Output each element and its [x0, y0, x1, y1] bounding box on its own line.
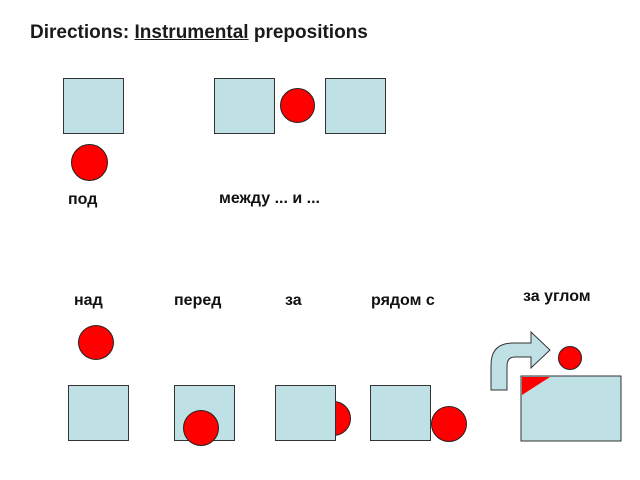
page-title: Directions: Instrumental prepositions [30, 22, 368, 44]
label-nad: над [74, 292, 103, 309]
ball [431, 406, 467, 442]
ball [71, 144, 108, 181]
box-left [214, 78, 275, 134]
ball [558, 346, 582, 370]
label-ryadom: рядом с [371, 292, 435, 309]
box [63, 78, 124, 134]
label-za: за [285, 292, 302, 309]
box-right [325, 78, 386, 134]
corner-marker [522, 377, 550, 395]
building [520, 375, 622, 442]
ball [280, 88, 315, 123]
label-pered: перед [174, 292, 222, 309]
bent-arrow-icon [490, 330, 551, 391]
title-underlined: Instrumental [134, 22, 249, 43]
label-mezhdu: между ... и ... [219, 190, 320, 207]
box [68, 385, 129, 441]
ball [78, 325, 114, 360]
ball [183, 410, 219, 446]
label-pod: под [68, 191, 98, 208]
label-za-uglom: за углом [523, 288, 591, 305]
title-suffix: prepositions [253, 22, 368, 43]
title-prefix: Directions: [30, 22, 130, 43]
box [275, 385, 336, 441]
box [370, 385, 431, 441]
